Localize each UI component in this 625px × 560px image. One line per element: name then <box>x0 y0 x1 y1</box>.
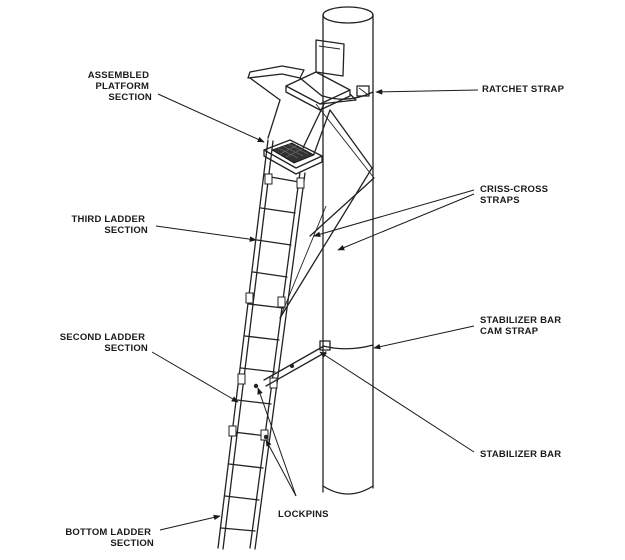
leader-lines <box>151 89 479 531</box>
label-second-ladder: SECOND LADDER SECTION <box>60 332 148 354</box>
label-ratchet-strap: RATCHET STRAP <box>482 84 565 95</box>
label-third-ladder: THIRD LADDER SECTION <box>72 214 149 236</box>
foot-platform <box>263 139 323 175</box>
label-assembled-platform: ASSEMBLED PLATFORM SECTION <box>88 70 152 103</box>
ratchet-strap <box>322 85 374 100</box>
ladder <box>217 139 306 550</box>
label-lockpins: LOCKPINS <box>278 509 329 520</box>
stabilizer-bar <box>263 345 327 387</box>
label-stabilizer-cam-strap: STABILIZER BAR CAM STRAP <box>480 315 564 337</box>
criss-cross-straps <box>279 103 375 319</box>
stabilizer-cam-strap <box>319 340 374 351</box>
label-criss-cross-straps: CRISS-CROSS STRAPS <box>480 184 551 206</box>
label-bottom-ladder: BOTTOM LADDER SECTION <box>65 527 154 549</box>
seat-assembly <box>247 39 357 155</box>
label-stabilizer-bar: STABILIZER BAR <box>480 449 561 460</box>
tree-trunk <box>322 6 374 495</box>
